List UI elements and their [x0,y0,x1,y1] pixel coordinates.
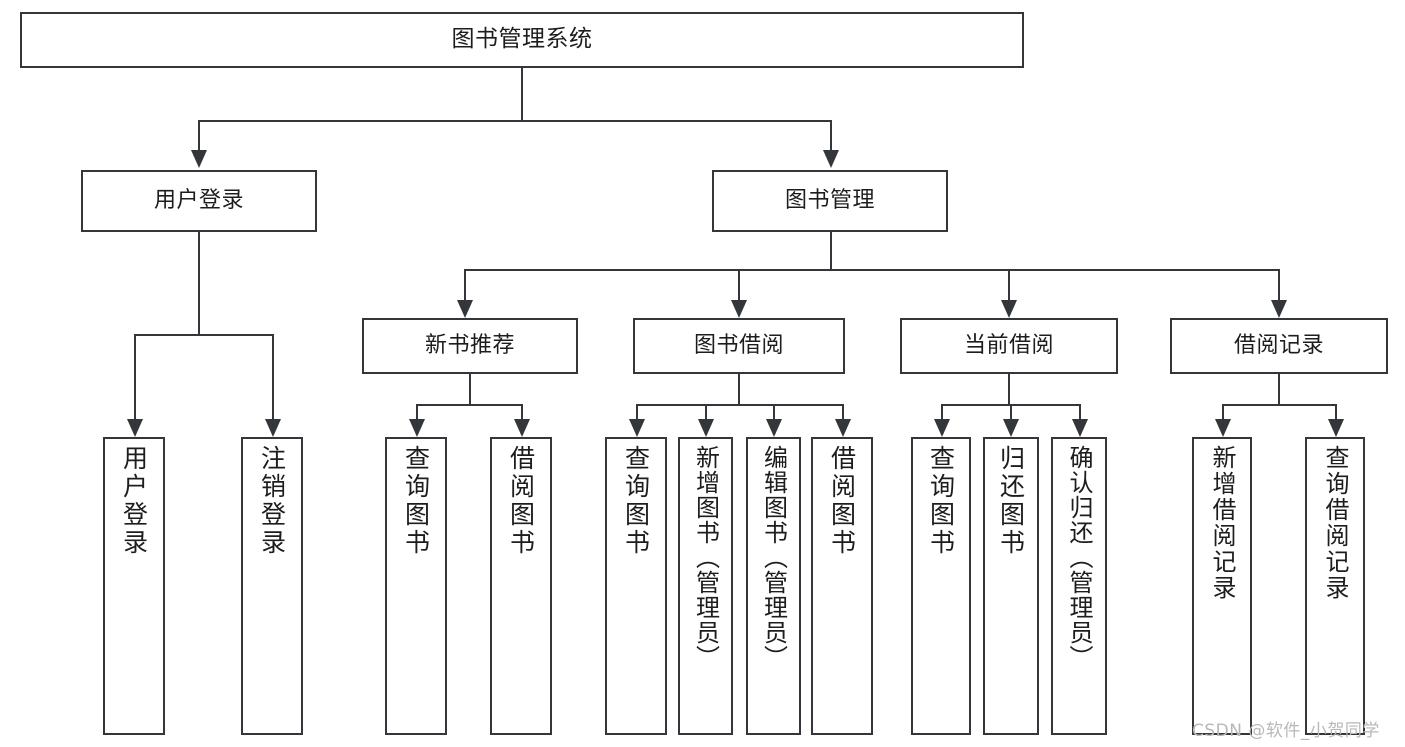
arrowhead-new-book-recommend [457,300,473,318]
leaf-node-add-record[interactable]: 新增借阅记录 [1192,437,1252,735]
connector-root-stem [521,68,523,121]
connector-new-book-recommend-stem [469,374,471,405]
arrowhead-leaf-query-book-2 [629,419,645,437]
node-label: 借阅图书 [506,445,536,557]
leaf-node-query-book-2[interactable]: 查询图书 [605,437,667,735]
node-label: 归还图书 [996,445,1026,557]
node-label: 确认归还（管理员） [1065,445,1093,670]
node-label: 新增图书（管理员） [691,445,720,670]
connector-current-borrow-stem [1008,374,1010,405]
connector-borrow-record-bus [1222,404,1336,406]
leaf-node-borrow-book-2[interactable]: 借阅图书 [811,437,873,735]
connector-book-borrow-stem [738,374,740,405]
connector-drop-user-login [198,120,200,150]
connector-drop-book-manage [830,120,832,150]
connector-drop-leaf-query-book-3 [941,404,943,420]
connector-drop-leaf-confirm-return [1079,404,1081,420]
connector-drop-leaf-user-login [134,334,136,419]
leaf-node-query-book-1[interactable]: 查询图书 [385,437,447,735]
node-label: 新书推荐 [424,333,515,359]
leaf-node-edit-book[interactable]: 编辑图书（管理员） [746,437,801,735]
arrowhead-book-manage [823,150,839,168]
node-borrow-record[interactable]: 借阅记录 [1170,318,1388,374]
node-book-management[interactable]: 图书管理 [712,170,948,232]
node-label: 查询图书 [926,445,956,557]
connector-drop-leaf-query-record [1335,404,1337,420]
arrowhead-current-borrow [1001,300,1017,318]
node-label: 当前借阅 [963,333,1054,359]
arrowhead-leaf-borrow-book-1 [514,419,530,437]
node-new-book-recommend[interactable]: 新书推荐 [362,318,578,374]
connector-drop-leaf-query-book-2 [636,404,638,420]
leaf-node-borrow-book-1[interactable]: 借阅图书 [490,437,552,735]
node-user-login[interactable]: 用户登录 [81,170,317,232]
connector-drop-leaf-query-book-1 [416,404,418,420]
node-label: 用户登录 [119,445,149,557]
arrowhead-leaf-borrow-book-2 [835,419,851,437]
connector-drop-leaf-logout-login [272,334,274,419]
arrowhead-book-borrow [731,300,747,318]
node-current-borrow[interactable]: 当前借阅 [900,318,1118,374]
arrowhead-leaf-logout-login [265,419,281,437]
connector-book-borrow-bus [636,404,844,406]
connector-drop-leaf-add-record [1222,404,1224,420]
connector-user-login-bus [134,334,274,336]
node-label: 借阅记录 [1233,333,1324,359]
leaf-node-query-record[interactable]: 查询借阅记录 [1305,437,1365,735]
connector-new-book-recommend-bus [416,404,523,406]
leaf-node-logout-login[interactable]: 注销登录 [241,437,303,735]
connector-drop-leaf-edit-book [773,404,775,420]
leaf-node-query-book-3[interactable]: 查询图书 [911,437,971,735]
node-label: 图书管理 [784,188,875,214]
arrowhead-leaf-query-record [1328,419,1344,437]
arrowhead-leaf-query-book-1 [409,419,425,437]
leaf-node-add-book[interactable]: 新增图书（管理员） [678,437,733,735]
arrowhead-borrow-record [1271,300,1287,318]
arrowhead-leaf-edit-book [766,419,782,437]
arrowhead-leaf-return-book [1003,419,1019,437]
leaf-node-return-book[interactable]: 归还图书 [983,437,1039,735]
leaf-node-user-login[interactable]: 用户登录 [103,437,165,735]
node-book-borrow[interactable]: 图书借阅 [633,318,845,374]
node-label: 借阅图书 [827,445,857,557]
connector-drop-book-borrow [738,269,740,300]
connector-drop-leaf-return-book [1010,404,1012,420]
node-root-book-management-system[interactable]: 图书管理系统 [20,12,1024,68]
node-label: 编辑图书（管理员） [759,445,788,670]
node-label: 新增借阅记录 [1208,445,1236,601]
node-label: 注销登录 [257,445,287,557]
arrowhead-leaf-confirm-return [1072,419,1088,437]
node-label: 图书管理系统 [451,26,593,53]
connector-book-manage-stem [830,232,832,271]
connector-drop-leaf-borrow-book-1 [521,404,523,420]
node-label: 查询图书 [621,445,651,557]
connector-drop-new-book-recommend [464,269,466,300]
connector-book-manage-bus [464,269,1279,271]
csdn-watermark: CSDN @软件_小贺同学 [1192,721,1380,741]
arrowhead-leaf-add-record [1215,419,1231,437]
node-label: 查询图书 [401,445,431,557]
arrowhead-leaf-add-book [698,419,714,437]
leaf-node-confirm-return[interactable]: 确认归还（管理员） [1051,437,1107,735]
node-label: 查询借阅记录 [1321,445,1349,601]
connector-drop-leaf-borrow-book-2 [842,404,844,420]
arrowhead-leaf-user-login [127,419,143,437]
connector-root-bus [198,120,832,122]
connector-borrow-record-stem [1278,374,1280,405]
arrowhead-leaf-query-book-3 [934,419,950,437]
connector-drop-borrow-record [1278,269,1280,300]
arrowhead-user-login [191,150,207,168]
connector-drop-current-borrow [1008,269,1010,300]
connector-user-login-stem [198,232,200,335]
node-label: 用户登录 [153,188,244,214]
connector-drop-leaf-add-book [705,404,707,420]
node-label: 图书借阅 [693,333,784,359]
